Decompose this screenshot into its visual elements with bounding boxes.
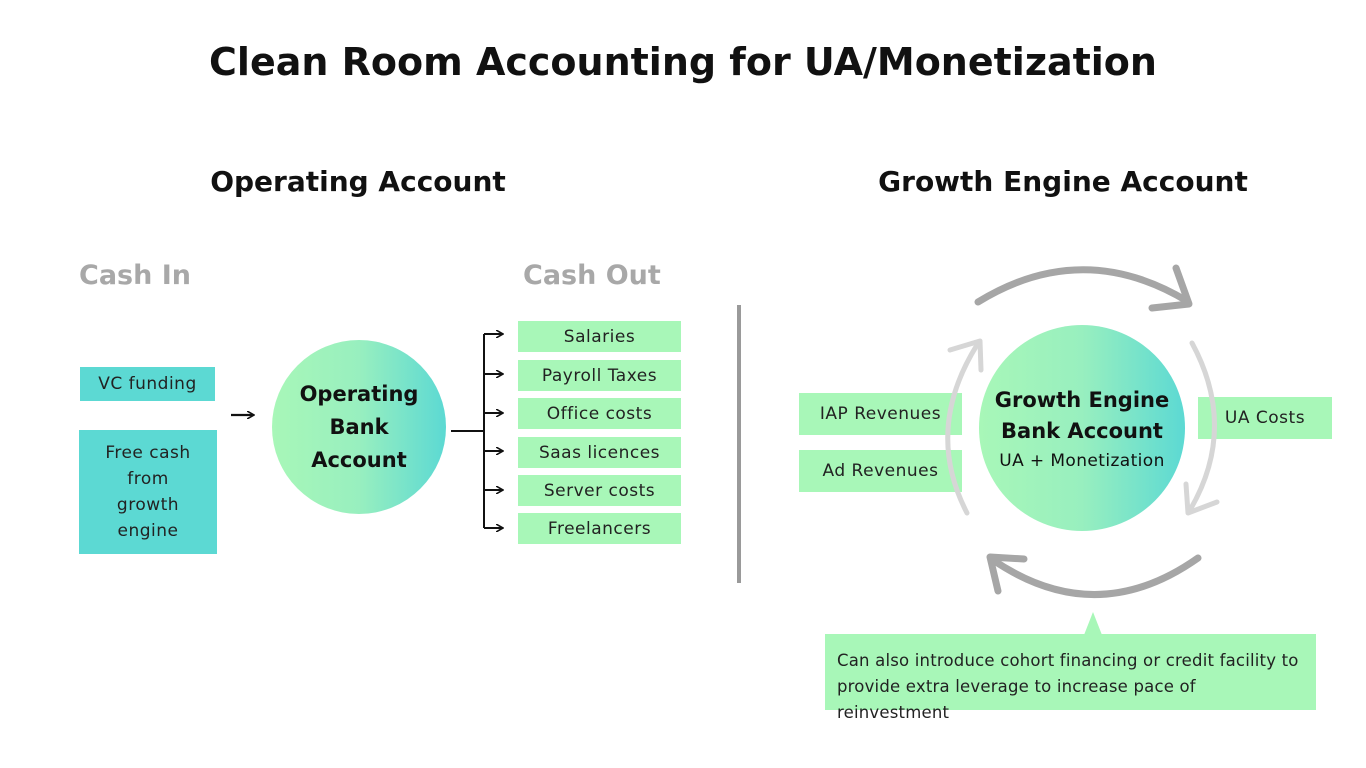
cash-in-label: Cash In xyxy=(79,260,191,291)
ad-revenues-box: Ad Revenues xyxy=(799,450,962,492)
input-free-cash: Free cash from growth engine xyxy=(79,430,217,554)
section-divider xyxy=(737,305,741,583)
output-office-costs: Office costs xyxy=(518,398,681,429)
output-saas-licences: Saas licences xyxy=(518,437,681,468)
ua-costs-box: UA Costs xyxy=(1198,397,1332,439)
growth-engine-bank-account-title: Growth Engine Bank Account xyxy=(994,388,1170,443)
operating-bank-account-label: Operating Bank Account xyxy=(299,381,419,472)
operating-account-heading: Operating Account xyxy=(210,165,506,198)
financing-note: Can also introduce cohort financing or c… xyxy=(825,634,1316,722)
output-freelancers: Freelancers xyxy=(518,513,681,544)
page-title: Clean Room Accounting for UA/Monetizatio… xyxy=(209,40,1157,84)
operating-bank-account-circle: Operating Bank Account xyxy=(272,340,446,514)
cycle-arrow-left xyxy=(945,338,984,516)
output-server-costs: Server costs xyxy=(518,475,681,506)
iap-revenues-box: IAP Revenues xyxy=(799,393,962,435)
cycle-arrow-top xyxy=(974,264,1193,312)
cycle-arrow-bottom xyxy=(986,553,1202,598)
cash-out-label: Cash Out xyxy=(523,260,661,291)
growth-engine-bank-account-circle: Growth Engine Bank Account UA + Monetiza… xyxy=(979,325,1185,531)
output-payroll-taxes: Payroll Taxes xyxy=(518,360,681,391)
cycle-arrow-right xyxy=(1183,340,1220,516)
growth-engine-account-heading: Growth Engine Account xyxy=(878,165,1248,198)
input-vc-funding: VC funding xyxy=(80,367,215,401)
output-tree xyxy=(451,334,502,528)
growth-engine-subtitle: UA + Monetization xyxy=(999,451,1165,471)
output-salaries: Salaries xyxy=(518,321,681,352)
note-pointer xyxy=(1084,612,1102,635)
